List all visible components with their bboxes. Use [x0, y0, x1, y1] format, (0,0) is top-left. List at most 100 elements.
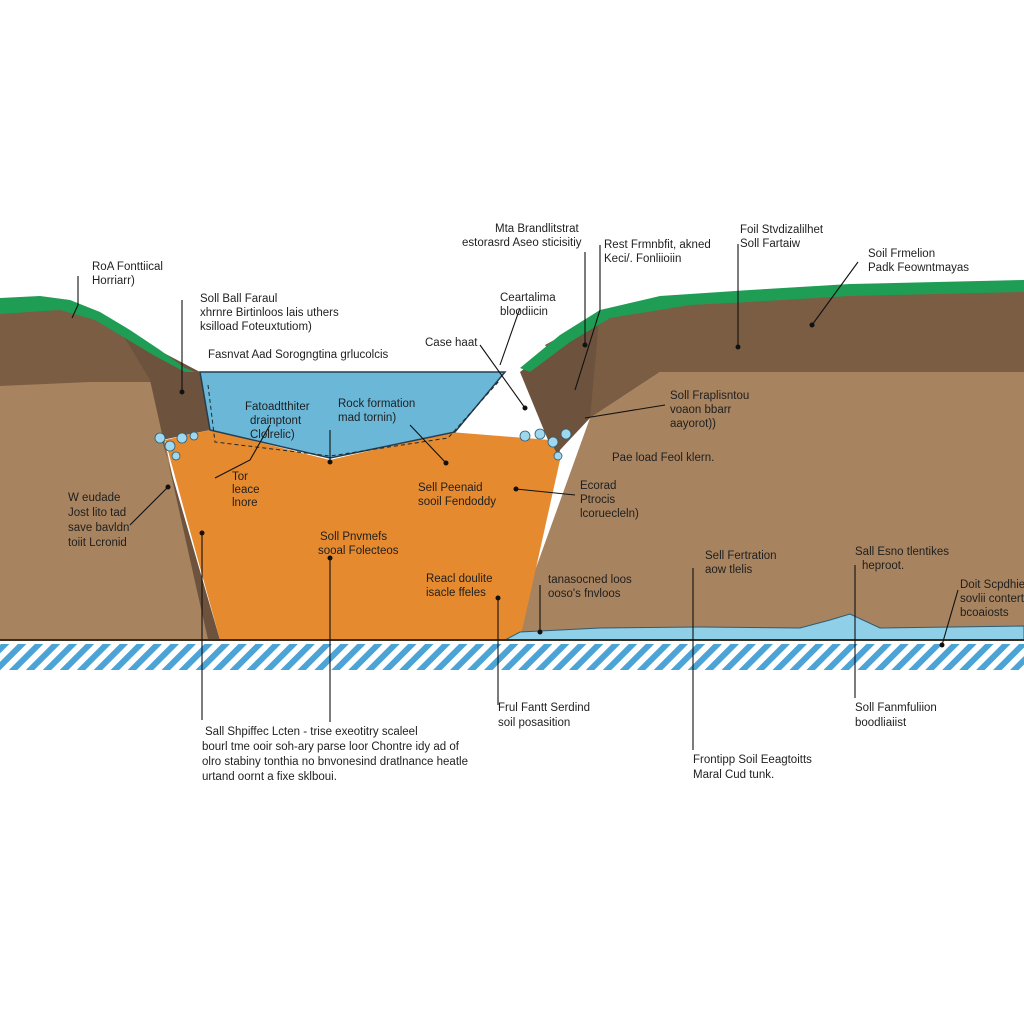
label-line: tanasocned loos	[548, 574, 632, 586]
leader-dot	[939, 642, 945, 648]
label-line: bloodiicin	[500, 306, 548, 318]
trench-wall-left	[120, 330, 220, 640]
label-line: Rest Frmnbfit, akned	[604, 239, 711, 251]
label-soll-fanmfuliion: Soll Fanmfuliion boodliaiist	[855, 702, 940, 729]
gravel-stone	[154, 432, 166, 444]
gravel-stone	[547, 436, 559, 448]
label-line: Sall Shpiffec Lcten - trise exeotitry sc…	[205, 726, 418, 738]
label-line: bcoaiosts	[960, 607, 1009, 619]
label-line: Padk Feowntmayas	[868, 262, 969, 274]
label-roa-fontiial: RoA Fonttiical Horriarr)	[92, 261, 166, 287]
subsoil-layer-right	[510, 372, 1024, 640]
label-line: Fatoadtthiter	[245, 401, 310, 413]
label-line: ooso's fnvloos	[548, 588, 621, 600]
label-line: Ceartalima	[500, 292, 556, 304]
label-line: Sell Peenaid	[418, 482, 483, 494]
label-line: leace	[232, 484, 260, 496]
label-line: RoA Fonttiical	[92, 261, 163, 273]
grass-right	[520, 280, 1024, 372]
label-soil-ball-faraul: Soll Ball Faraul xhrnre Birtinloos lais …	[200, 293, 342, 333]
label-pae-load: Pae load Feol klern.	[612, 452, 714, 464]
label-line: isacle ffeles	[426, 587, 486, 599]
label-line: toiit Lcronid	[68, 537, 127, 549]
label-foil-stvdizal: Foil Stvdizalilhet Soll Fartaiw	[740, 224, 826, 250]
leader-line	[499, 307, 521, 366]
label-line: Keci/. Fonliioiin	[604, 253, 681, 265]
label-line: Horriarr)	[92, 275, 135, 287]
leader-dot	[495, 595, 501, 601]
label-line: Soil Frmelion	[868, 248, 935, 260]
label-reacl-doulite: Reacl doulite isacle ffeles	[426, 573, 496, 599]
label-line: soil posasition	[498, 717, 570, 729]
label-line: xhrnre Birtinloos lais uthers	[200, 307, 339, 319]
label-fasnvat: Fasnvat Aad Sorogngtina grlucolcis	[208, 349, 389, 361]
label-line: save bavldn	[68, 522, 129, 534]
label-line: Soll Pnvmefs	[320, 531, 387, 543]
label-w-eudade: W eudade Jost lito tad save bavldn toiit…	[68, 492, 133, 549]
label-ecorad: Ecorad Ptrocis lcoruecleln)	[580, 480, 639, 520]
gravel-stone	[534, 428, 546, 440]
gravel-stone	[171, 451, 181, 461]
gravel-right	[519, 428, 572, 461]
label-line: sovlii conterta	[960, 593, 1024, 605]
label-line: urtand oornt a fixe sklboui.	[202, 771, 337, 783]
label-line: aow tlelis	[705, 564, 753, 576]
label-line: sooal Folecteos	[318, 545, 399, 557]
leader-dot	[165, 484, 171, 490]
label-line: Rock formation	[338, 398, 415, 410]
leader-dot	[582, 342, 588, 348]
label-line: W eudade	[68, 492, 120, 504]
label-tor-leace: Tor leace lnore	[232, 471, 263, 509]
label-line: boodliaiist	[855, 717, 907, 729]
label-line: Soll Fanmfuliion	[855, 702, 937, 714]
label-line: voaon bbarr	[670, 404, 732, 416]
label-line: Frul Fantt Serdind	[498, 702, 590, 714]
label-line: Ecorad	[580, 480, 616, 492]
label-doit-scpdhier: Doit Scpdhier sovlii conterta bcoaiosts	[960, 579, 1024, 619]
label-line: Ptrocis	[580, 494, 615, 506]
label-line: lcoruecleln)	[580, 508, 639, 520]
label-rest-frmnb: Rest Frmnbfit, akned Keci/. Fonliioiin	[604, 239, 714, 265]
label-rock-formation: Rock formation mad tornin)	[338, 398, 419, 424]
label-line: bourl tme ooir soh-ary parse loor Chontr…	[202, 741, 460, 753]
trench-fill-layer	[165, 430, 560, 640]
label-line: Pae load Feol klern.	[612, 452, 714, 464]
pond-water	[199, 371, 507, 459]
leader-dot	[199, 530, 205, 536]
label-line: Doit Scpdhier	[960, 579, 1024, 591]
leader-line	[479, 344, 526, 409]
label-line: estorasrd Aseo sticisitiy	[462, 237, 582, 249]
label-line: Jost lito tad	[68, 507, 126, 519]
leader-dot	[327, 459, 333, 465]
leader-dot	[179, 389, 185, 395]
label-frul-fantt: Frul Fantt Serdind soil posasition	[498, 702, 593, 729]
leader-dot	[522, 405, 528, 411]
label-ceartalma: Ceartalima bloodiicin	[500, 292, 559, 318]
label-line: mad tornin)	[338, 412, 396, 424]
label-case-haat: Case haat	[425, 337, 478, 349]
leader-dot	[443, 460, 449, 466]
leader-line	[584, 404, 666, 419]
gravel-stone	[189, 431, 199, 441]
label-line: Sall Esno tlentikes	[855, 546, 949, 558]
label-mta: Mta Brandlitstrat estorasrd Aseo sticisi…	[462, 223, 582, 249]
label-soil-frmelion: Soil Frmelion Padk Feowntmayas	[868, 248, 969, 274]
grass-left	[0, 296, 195, 372]
gravel-stone	[176, 432, 188, 444]
leader-line	[574, 245, 601, 391]
label-soil-fraplisntou: Soll Fraplisntou voaon bbarr aayorot))	[670, 390, 752, 430]
label-sall-esno: Sall Esno tlentikes heproot.	[855, 546, 952, 572]
gravel-left	[154, 431, 199, 461]
label-line: Fasnvat Aad Sorogngtina grlucolcis	[208, 349, 389, 361]
leader-lines	[71, 244, 959, 750]
gravel-stone	[560, 428, 572, 440]
label-line: lnore	[232, 497, 258, 509]
aquifer-stripes	[0, 644, 1024, 670]
label-fatoad-thiter: Fatoadtthiter drainptont Clolrelic)	[245, 401, 313, 441]
gravel-stone	[553, 451, 563, 461]
label-line: Reacl doulite	[426, 573, 492, 585]
label-line: sooil Fendoddy	[418, 496, 496, 508]
leader-dot	[513, 486, 519, 492]
label-line: olro stabiny tonthia no bnvonesind dratl…	[202, 756, 468, 768]
